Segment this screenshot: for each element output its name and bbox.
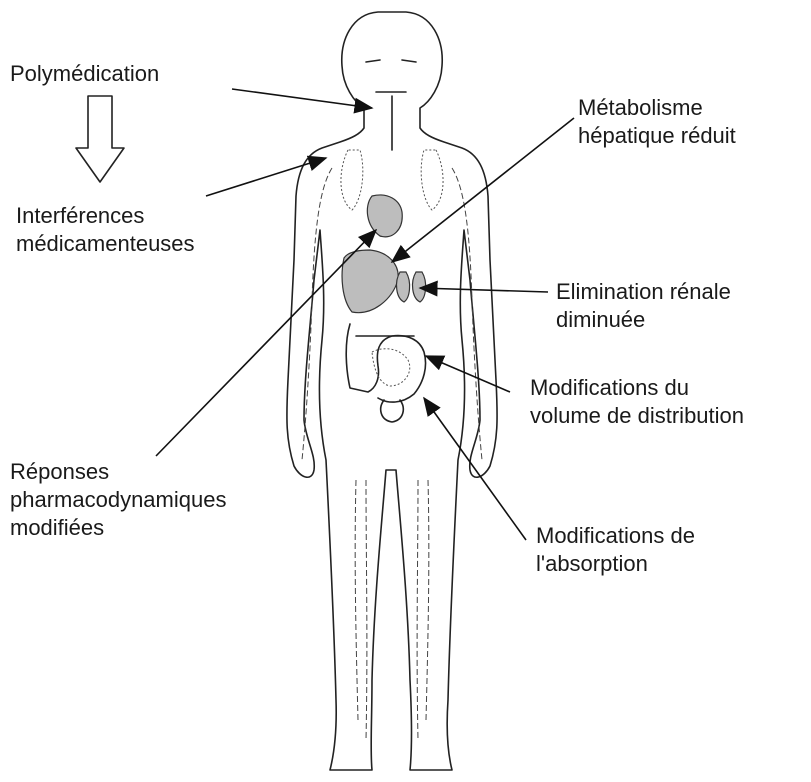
- label-reponses: Réponses pharmacodynamiques modifiées: [10, 458, 226, 542]
- hollow-down-arrow-icon: [76, 96, 124, 182]
- pointer-absorption: [424, 398, 526, 540]
- pointer-reponses: [156, 230, 376, 456]
- pointer-interferences: [206, 158, 326, 196]
- label-polymedication: Polymédication: [10, 60, 159, 88]
- pointer-polymedication: [232, 89, 372, 108]
- label-volume: Modifications du volume de distribution: [530, 374, 744, 430]
- label-metabolisme: Métabolisme hépatique réduit: [578, 94, 736, 150]
- pointer-volume: [426, 356, 510, 392]
- label-interferences: Interférences médicamenteuses: [16, 202, 195, 258]
- label-elimination: Elimination rénale diminuée: [556, 278, 731, 334]
- human-body-icon: [287, 12, 497, 770]
- label-absorption: Modifications de l'absorption: [536, 522, 695, 578]
- pointer-metabolisme: [392, 118, 574, 262]
- pointer-elimination: [420, 288, 548, 292]
